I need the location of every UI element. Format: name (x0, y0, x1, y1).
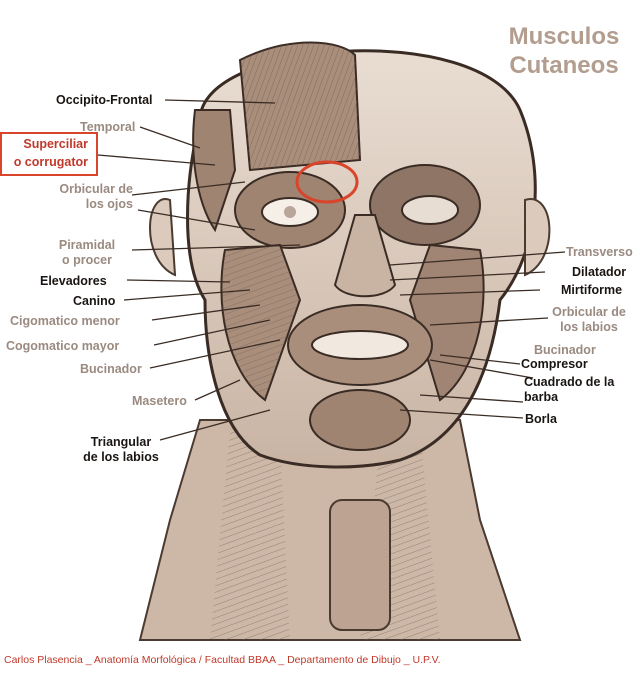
label-elevadores: Elevadores (40, 274, 107, 289)
label-transverso: Transverso (566, 245, 633, 260)
footer-credit: Carlos Plasencia _ Anatomía Morfológica … (0, 654, 642, 666)
label-occipito-frontal: Occipito-Frontal (56, 93, 153, 108)
label-piramidal-line2: o procer (44, 253, 130, 268)
label-cuadrado-line1: Cuadrado de la (524, 375, 614, 390)
label-superciliar-line2: o corrugator (2, 152, 96, 170)
superciliar-highlight-box: Superciliar o corrugator (0, 132, 98, 176)
label-bucinador-right: Bucinador (534, 343, 596, 358)
label-compresor: Compresor (521, 357, 588, 372)
label-triangular-line1: Triangular (76, 435, 166, 450)
title-line-1: Musculos (500, 22, 628, 51)
label-orbicular-ojos-line1: Orbicular de (45, 182, 133, 197)
label-mirtiforme: Mirtiforme (561, 283, 622, 298)
chin (310, 390, 410, 450)
right-ear (525, 199, 549, 275)
label-borla: Borla (525, 412, 557, 427)
label-triangular: Triangular de los labios (76, 435, 166, 465)
label-cigomatico-menor: Cigomatico menor (10, 314, 120, 329)
label-cuadrado-line2: barba (524, 390, 614, 405)
label-masetero: Masetero (132, 394, 187, 409)
label-cogomatico-mayor: Cogomatico mayor (6, 339, 119, 354)
left-ear (150, 199, 175, 275)
label-orbicular-labios-line2: los labios (546, 320, 632, 335)
label-piramidal: Piramidal o procer (44, 238, 130, 268)
label-orbicular-ojos: Orbicular de los ojos (45, 182, 133, 212)
label-canino: Canino (73, 294, 115, 309)
label-orbicular-ojos-line2: los ojos (45, 197, 133, 212)
label-orbicular-labios: Orbicular de los labios (546, 305, 632, 335)
label-dilatador: Dilatador (572, 265, 626, 280)
label-cuadrado-barba: Cuadrado de la barba (524, 375, 614, 405)
label-superciliar-line1: Superciliar (2, 134, 96, 152)
trachea (330, 500, 390, 630)
label-triangular-line2: de los labios (76, 450, 166, 465)
label-orbicular-labios-line1: Orbicular de (546, 305, 632, 320)
label-bucinador-left: Bucinador (80, 362, 142, 377)
label-piramidal-line1: Piramidal (44, 238, 130, 253)
title-line-2: Cutaneos (500, 51, 628, 80)
diagram-title: Musculos Cutaneos (500, 22, 628, 80)
